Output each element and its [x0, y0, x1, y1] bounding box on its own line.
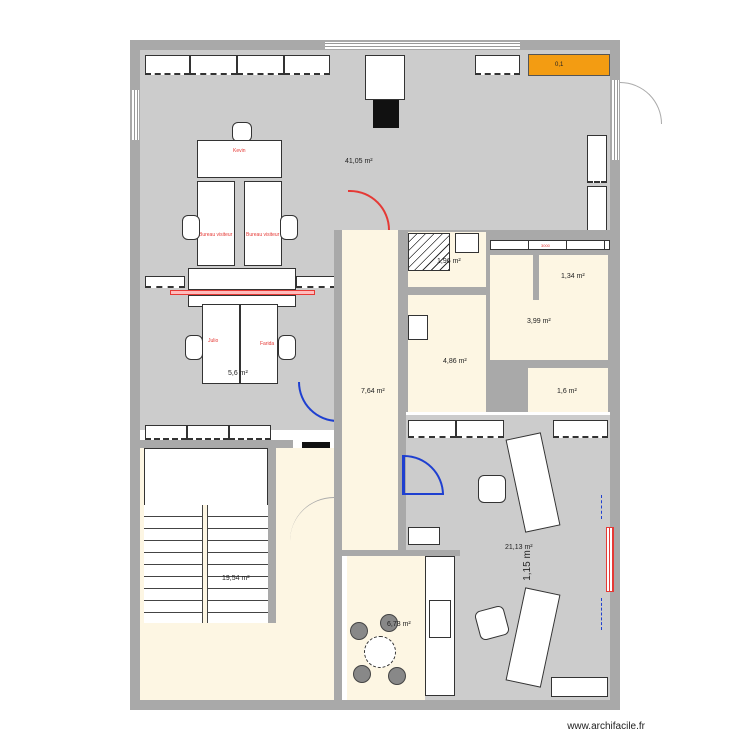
partition-cabinet — [188, 268, 296, 290]
cabinet-right-1 — [587, 135, 607, 183]
cabinet-left-mid-1 — [145, 276, 185, 288]
corridor-wall-left — [334, 230, 342, 700]
cabinet-top-1 — [145, 55, 190, 75]
chair-farida — [278, 335, 296, 360]
dining-table[interactable] — [364, 636, 396, 668]
desk-farida[interactable] — [240, 304, 278, 384]
sink-shower-icon — [455, 233, 479, 253]
red-partition-door[interactable] — [170, 290, 315, 295]
name-visitor-1: Bureau visiteur — [199, 232, 233, 238]
cabinet-right-2 — [587, 186, 607, 234]
window-right-top — [612, 80, 619, 160]
dimension-label: 1,15 m — [521, 550, 533, 581]
area-sanitary: 4,86 m² — [443, 358, 467, 365]
dining-chair-2 — [380, 614, 398, 632]
area-storage: 1,6 m² — [557, 388, 577, 395]
area-open-office: 41,05 m² — [345, 158, 373, 165]
area-kitchen: 6,73 m² — [387, 621, 411, 628]
cabinet-bottom-left-3 — [229, 425, 271, 440]
cabinet-left-mid-2 — [296, 276, 336, 288]
outer-wall-bottom — [130, 700, 620, 710]
room-storage[interactable] — [528, 368, 608, 412]
cabinet-office-2 — [456, 420, 504, 438]
desk-visitor-2[interactable] — [244, 181, 282, 266]
name-visitor-2: Bureau visiteur — [246, 232, 280, 238]
desk-visitor-1[interactable] — [197, 181, 235, 266]
window-left-top — [132, 90, 139, 140]
area-office-right: 21,13 m² — [505, 544, 533, 551]
area-corridor: 7,64 m² — [361, 388, 385, 395]
area-shower: 1,96 m² — [437, 258, 461, 265]
dining-chair-4 — [388, 667, 406, 685]
shower-tray-icon — [408, 233, 450, 271]
cabinet-top-5 — [475, 55, 520, 75]
printer-icon — [373, 100, 399, 128]
cabinet-office-bottom — [551, 677, 608, 697]
orange-label: 0,1 — [555, 62, 564, 68]
desk-julio[interactable] — [202, 304, 240, 384]
area-hall-sanitary: 3,99 m² — [527, 318, 551, 325]
desk-kevin[interactable] — [197, 140, 282, 178]
room-corridor[interactable] — [342, 230, 398, 550]
kitchen-appliance — [408, 527, 440, 545]
cabinet-bottom-left-2 — [187, 425, 229, 440]
window-top — [325, 42, 520, 49]
chair-office-1 — [478, 475, 506, 503]
outer-wall-right — [610, 40, 620, 710]
plant-icon-bottom — [601, 598, 609, 630]
area-stair-hall: 19,54 m² — [222, 575, 250, 582]
area-visitor-office: 5,6 m² — [228, 370, 248, 377]
cabinet-top-4 — [284, 55, 330, 75]
radiator-top — [490, 240, 610, 250]
dining-chair-3 — [353, 665, 371, 683]
chair-visitor-2 — [280, 215, 298, 240]
wc-wall — [533, 255, 539, 300]
name-farida: Farida — [260, 341, 275, 347]
watermark: www.archifacile.fr — [567, 721, 645, 732]
plant-icon-top — [601, 495, 607, 519]
corridor-wall-right — [398, 230, 406, 550]
area-wc-small: 1,34 m² — [561, 273, 585, 280]
orange-kitchenette[interactable] — [528, 54, 610, 76]
cabinet-office-1 — [408, 420, 456, 438]
dining-chair-1 — [350, 622, 368, 640]
room-sanitary[interactable] — [408, 295, 486, 412]
name-julio: Julio — [208, 338, 219, 344]
cabinet-top-3 — [237, 55, 284, 75]
chair-kevin — [232, 122, 252, 142]
chair-julio — [185, 335, 203, 360]
radiator-red — [606, 527, 614, 592]
entry-door-icon[interactable] — [620, 82, 662, 124]
name-kevin: Kevin — [233, 148, 246, 154]
room-wc-small[interactable] — [541, 255, 608, 298]
printer-stand — [365, 55, 405, 100]
cabinet-top-2 — [190, 55, 237, 75]
kitchen-wall-top — [342, 550, 460, 556]
chair-visitor-1 — [182, 215, 200, 240]
cabinet-bottom-left-1 — [145, 425, 187, 440]
stair-railing — [202, 505, 208, 623]
stove-icon — [429, 600, 451, 638]
cabinet-office-3 — [553, 420, 608, 438]
stair-wall-right — [268, 448, 276, 623]
outer-wall-left — [130, 40, 140, 710]
sink-sanitary-icon — [408, 315, 428, 340]
radiator-label: 3000 — [541, 243, 550, 248]
stair-hall-wall — [140, 440, 275, 448]
